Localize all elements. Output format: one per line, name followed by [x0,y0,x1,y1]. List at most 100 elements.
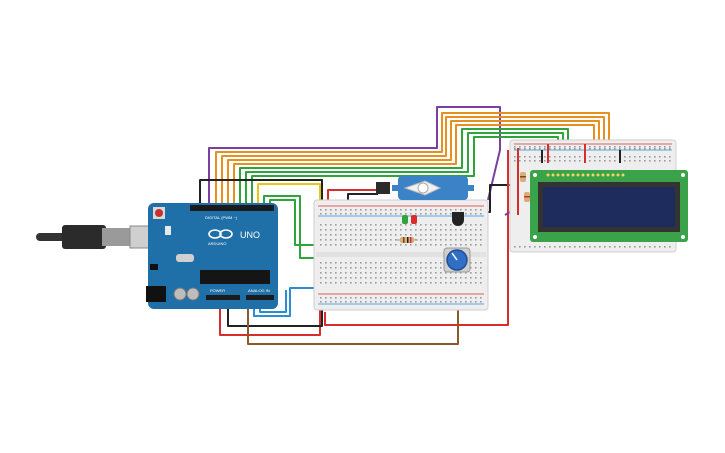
breadboard-hole [410,213,412,215]
breadboard-hole [420,239,422,241]
breadboard-hole [345,229,347,231]
breadboard-hole [340,272,342,274]
breadboard-hole [410,282,412,284]
breadboard-hole [569,148,571,150]
lcd-pin [621,173,625,177]
breadboard-hole [460,244,462,246]
breadboard-hole [330,229,332,231]
breadboard-hole [460,282,462,284]
breadboard-hole [325,301,327,303]
breadboard-hole [385,239,387,241]
breadboard-hole [539,156,541,158]
breadboard-hole [350,224,352,226]
breadboard-hole [519,156,521,158]
breadboard-hole [370,244,372,246]
breadboard-hole [599,148,601,150]
breadboard-hole [335,209,337,211]
breadboard-hole [425,209,427,211]
breadboard-hole [435,262,437,264]
breadboard-hole [564,246,566,248]
breadboard-hole [460,229,462,231]
breadboard-hole [539,246,541,248]
breadboard-hole [325,267,327,269]
resistor-lcd-2 [524,192,530,202]
wire-green-4 [263,195,330,259]
breadboard-hole [609,160,611,162]
breadboard-hole [529,156,531,158]
breadboard-hole [455,277,457,279]
breadboard-hole [470,224,472,226]
breadboard-hole [410,297,412,299]
breadboard-hole [350,209,352,211]
breadboard-hole [390,272,392,274]
breadboard-hole [325,282,327,284]
breadboard-hole [425,297,427,299]
breadboard-hole [360,277,362,279]
breadboard-hole [564,146,566,148]
breadboard-hole [440,267,442,269]
arduino-board: DIGITAL (PWM ~) UNO ARDUINO POWER ANALOG… [146,203,278,309]
breadboard-hole [335,301,337,303]
breadboard-hole [450,277,452,279]
breadboard-hole [345,297,347,299]
breadboard-hole [375,239,377,241]
breadboard-hole [320,234,322,236]
breadboard-hole [395,209,397,211]
breadboard-hole [355,229,357,231]
breadboard-hole [380,209,382,211]
breadboard-hole [445,301,447,303]
wire-purple-1 [208,106,501,207]
breadboard-hole [624,146,626,148]
breadboard-hole [475,282,477,284]
breadboard-hole [524,148,526,150]
breadboard-hole [425,272,427,274]
resistor-lcd [520,172,526,182]
breadboard-hole [440,229,442,231]
breadboard-hole [420,282,422,284]
breadboard-hole [614,160,616,162]
breadboard-hole [345,213,347,215]
usb-connector-chip [165,226,171,235]
usb-plug-metal [102,228,132,246]
breadboard-hole [410,209,412,211]
breadboard-hole [460,297,462,299]
breadboard-hole [544,156,546,158]
breadboard-hole [405,267,407,269]
breadboard-hole [415,229,417,231]
breadboard-hole [320,277,322,279]
breadboard-hole [370,262,372,264]
breadboard-hole [375,301,377,303]
breadboard-hole [380,234,382,236]
breadboard-hole [380,277,382,279]
breadboard-hole [345,244,347,246]
breadboard-hole [375,213,377,215]
breadboard-hole [400,229,402,231]
breadboard-hole [604,246,606,248]
breadboard-hole [325,277,327,279]
breadboard-hole [465,224,467,226]
breadboard-hole [365,282,367,284]
breadboard-hole [440,209,442,211]
breadboard-hole [395,277,397,279]
breadboard-hole [659,160,661,162]
breadboard-hole [400,272,402,274]
breadboard-hole [335,239,337,241]
breadboard-hole [549,148,551,150]
breadboard-hole [614,146,616,148]
breadboard-hole [644,148,646,150]
breadboard-hole [355,277,357,279]
breadboard-hole [425,282,427,284]
breadboard-hole [544,160,546,162]
breadboard-hole [365,229,367,231]
breadboard-hole [649,160,651,162]
breadboard-hole [430,301,432,303]
breadboard-hole [420,244,422,246]
breadboard-hole [534,160,536,162]
breadboard-hole [609,246,611,248]
breadboard-hole [420,301,422,303]
breadboard-hole [445,277,447,279]
lcd-pin [586,173,590,177]
breadboard-hole [420,277,422,279]
breadboard-hole [425,239,427,241]
breadboard-hole [335,297,337,299]
